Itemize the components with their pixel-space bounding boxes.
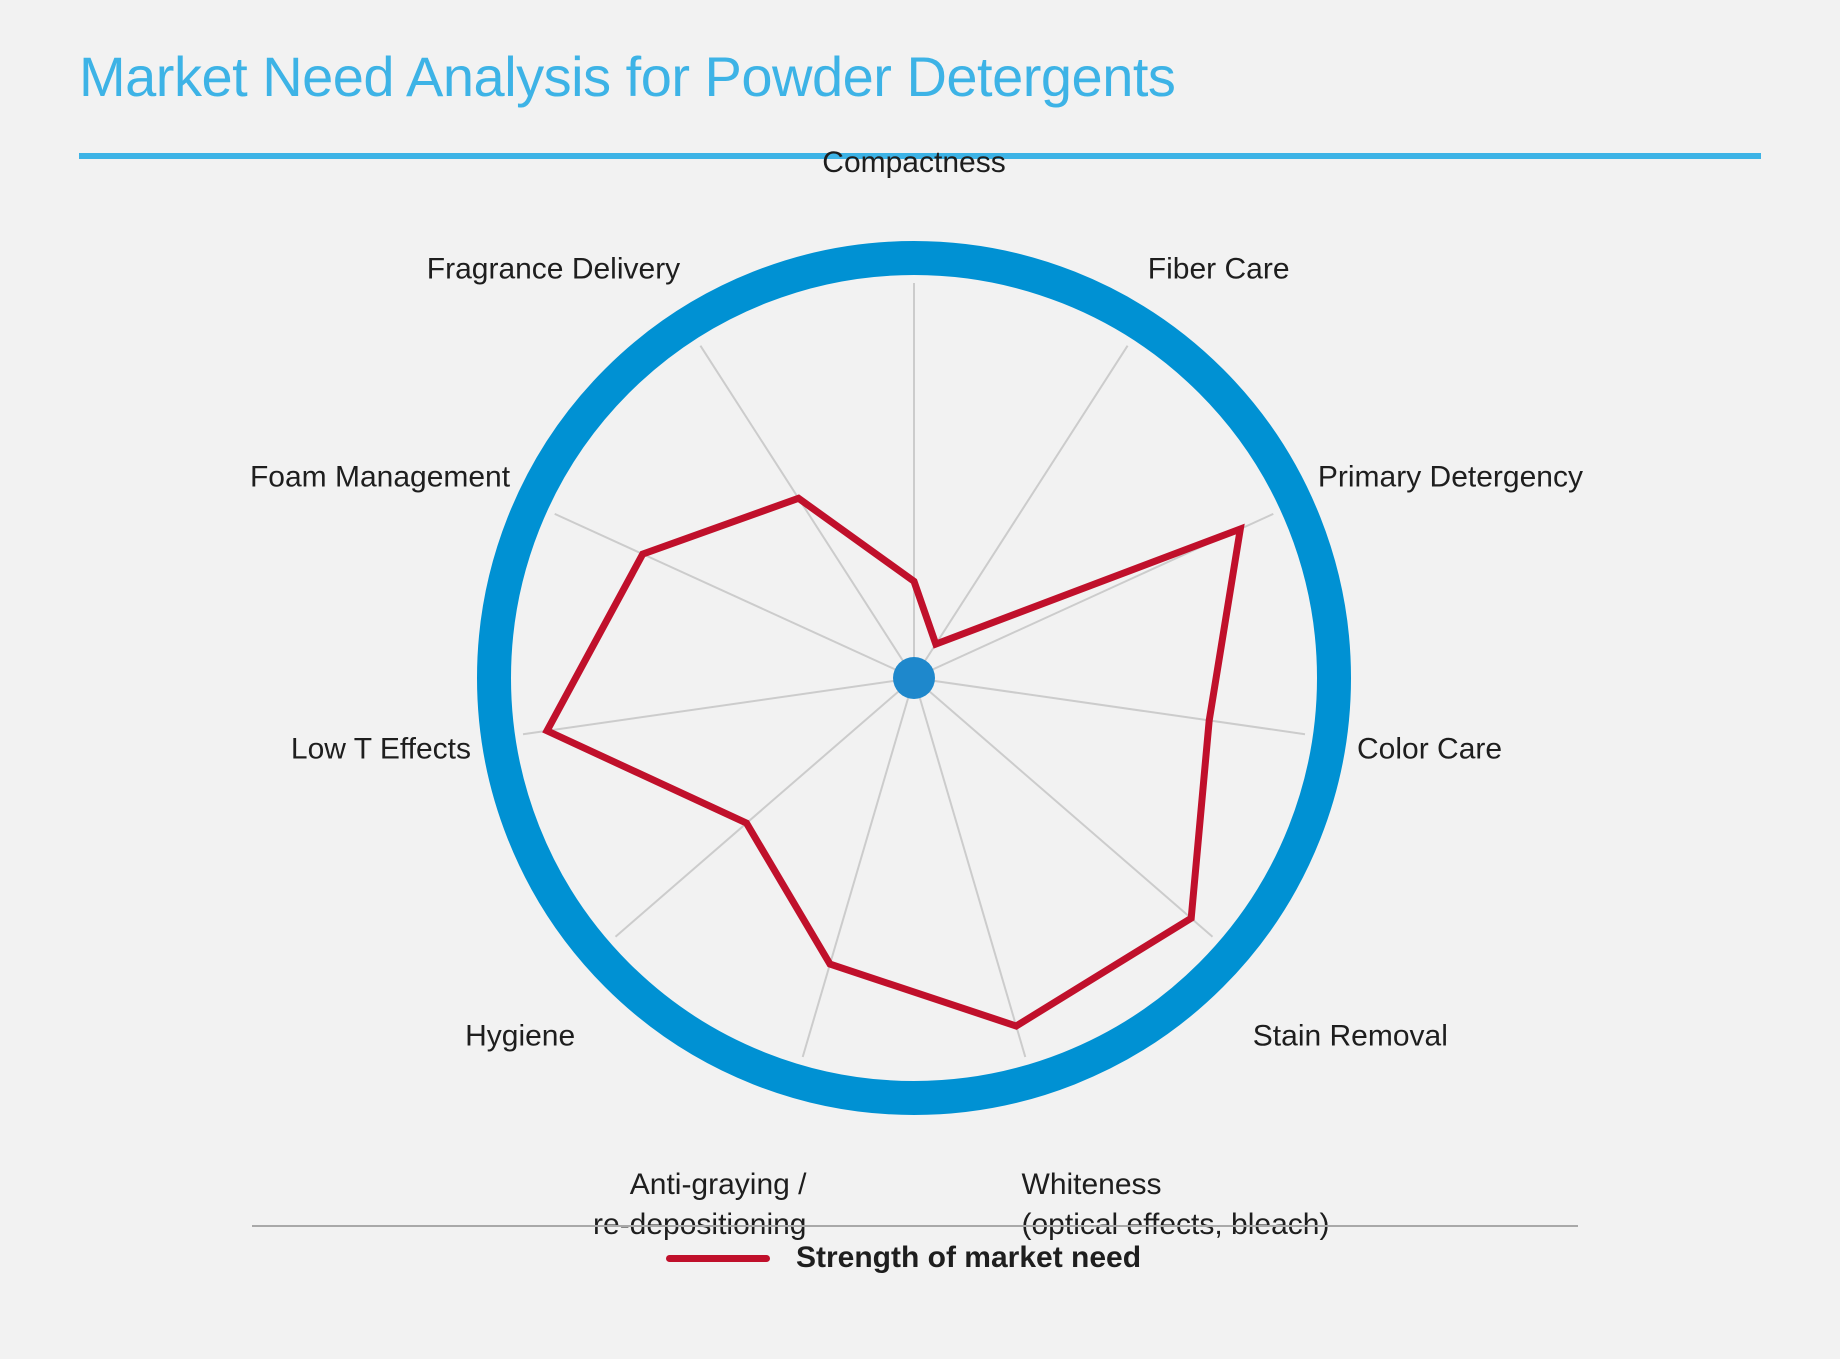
spoke-10 xyxy=(699,345,915,679)
legend-swatch xyxy=(666,1254,770,1262)
spoke-9 xyxy=(554,512,915,679)
spoke-8 xyxy=(522,677,915,736)
spoke-3 xyxy=(913,677,1306,736)
title-divider xyxy=(79,153,1761,159)
legend: Strength of market need xyxy=(666,1241,1141,1275)
series-line-strength-of-market-need xyxy=(542,494,1245,1030)
axis-label-7: Hygiene xyxy=(465,1020,575,1053)
spoke-1 xyxy=(913,345,1129,679)
radar-outer-ring xyxy=(477,241,1351,1115)
axis-label-1: Fiber Care xyxy=(1148,253,1290,286)
spoke-7 xyxy=(614,677,915,938)
radar-spokes xyxy=(522,283,1306,1058)
axis-label-6-line-0: Anti-graying / xyxy=(630,1168,807,1201)
legend-divider xyxy=(252,1225,1578,1227)
legend-label: Strength of market need xyxy=(796,1241,1142,1274)
axis-label-5-line-0: Whiteness xyxy=(1022,1168,1162,1201)
axis-label-4: Stain Removal xyxy=(1253,1020,1448,1053)
radar-center-dot xyxy=(893,657,935,699)
axis-label-6-line-1: re-depositioning xyxy=(593,1208,806,1241)
axis-label-9: Foam Management xyxy=(250,460,511,493)
spoke-5 xyxy=(913,677,1027,1058)
axis-label-2: Primary Detergency xyxy=(1318,460,1583,493)
axis-label-0: Compactness xyxy=(822,146,1005,179)
spoke-4 xyxy=(913,677,1214,938)
axis-label-10: Fragrance Delivery xyxy=(427,253,680,286)
axis-label-5-line-1: (optical effects, bleach) xyxy=(1022,1208,1330,1241)
axis-label-3: Color Care xyxy=(1357,732,1502,765)
spoke-6 xyxy=(801,677,915,1058)
axis-label-8: Low T Effects xyxy=(291,732,471,765)
chart-title: Market Need Analysis for Powder Detergen… xyxy=(79,45,1176,108)
